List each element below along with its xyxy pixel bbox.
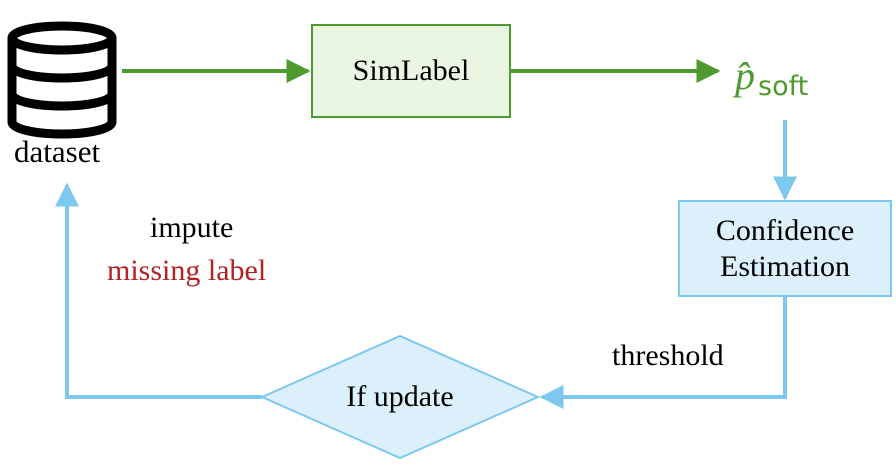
if-update-label: If update — [346, 380, 454, 413]
arrow-ifupdate-to-dataset — [55, 182, 262, 399]
p-soft-label: p̂soft — [735, 52, 809, 102]
p-soft-symbol: p̂ — [735, 53, 755, 98]
threshold-label: threshold — [612, 339, 724, 372]
dataset-label: dataset — [14, 134, 101, 169]
impute-label: impute — [150, 211, 234, 244]
arrow-confidence-to-ifupdate — [539, 296, 787, 409]
database-icon — [7, 21, 117, 139]
simlabel-label: SimLabel — [352, 54, 470, 87]
confidence-box — [678, 200, 892, 297]
if-update-diamond — [259, 334, 541, 460]
confidence-label: Confidence Estimation — [679, 213, 891, 285]
simlabel-box — [311, 24, 511, 118]
missing-label-label: missing label — [107, 254, 267, 287]
confidence-line1: Confidence — [715, 214, 855, 247]
p-soft-subscript: soft — [758, 71, 809, 102]
confidence-line2: Estimation — [720, 250, 850, 283]
